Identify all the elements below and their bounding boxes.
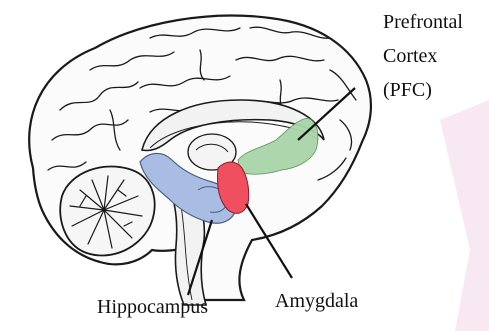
pfc-label-line-2: Cortex [383,46,463,80]
pfc-label-line-1: Prefrontal [383,12,463,46]
watermark-shape [440,100,489,331]
hippocampus-label: Hippocampus [97,297,208,317]
pfc-label-line-3: (PFC) [383,80,463,114]
amygdala-label: Amygdala [275,291,358,311]
pfc-label: Prefrontal Cortex (PFC) [383,12,463,114]
